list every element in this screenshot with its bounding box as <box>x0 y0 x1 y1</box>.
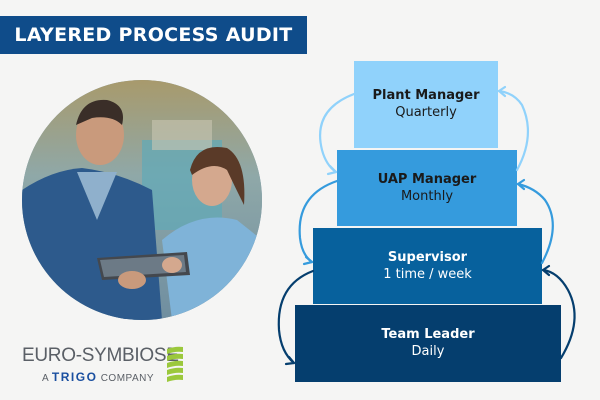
tier-role: Supervisor <box>387 249 468 265</box>
photo-illustration <box>22 80 262 320</box>
tier-frequency: Monthly <box>400 188 454 204</box>
logo-brand: TRIGO <box>51 370 98 384</box>
tier-role: Team Leader <box>381 327 475 342</box>
tier-frequency: Daily <box>411 344 445 359</box>
logo-suffix: COMPANY <box>100 373 155 384</box>
tier-plant-manager: Plant Manager Quarterly <box>354 61 498 148</box>
tier-role: UAP Manager <box>377 171 477 187</box>
workers-photo <box>22 80 262 320</box>
page-title: LAYERED PROCESS AUDIT <box>0 16 307 54</box>
tier-role: Plant Manager <box>372 88 480 103</box>
logo-wordmark: EURO-SYMBIOSE <box>22 345 179 366</box>
tier-team-leader: Team Leader Daily <box>295 305 561 382</box>
logo-prefix: A <box>42 373 49 384</box>
tier-frequency: 1 time / week <box>383 266 472 282</box>
tier-supervisor: Supervisor 1 time / week <box>313 228 542 304</box>
tier-frequency: Quarterly <box>395 105 457 120</box>
tier-uap-manager: UAP Manager Monthly <box>337 150 517 226</box>
company-logo: EURO-SYMBIOSE A TRIGO COMPANY <box>22 345 179 385</box>
logo-tagline: A TRIGO COMPANY <box>22 370 179 384</box>
logo-stripes-icon <box>167 346 183 382</box>
